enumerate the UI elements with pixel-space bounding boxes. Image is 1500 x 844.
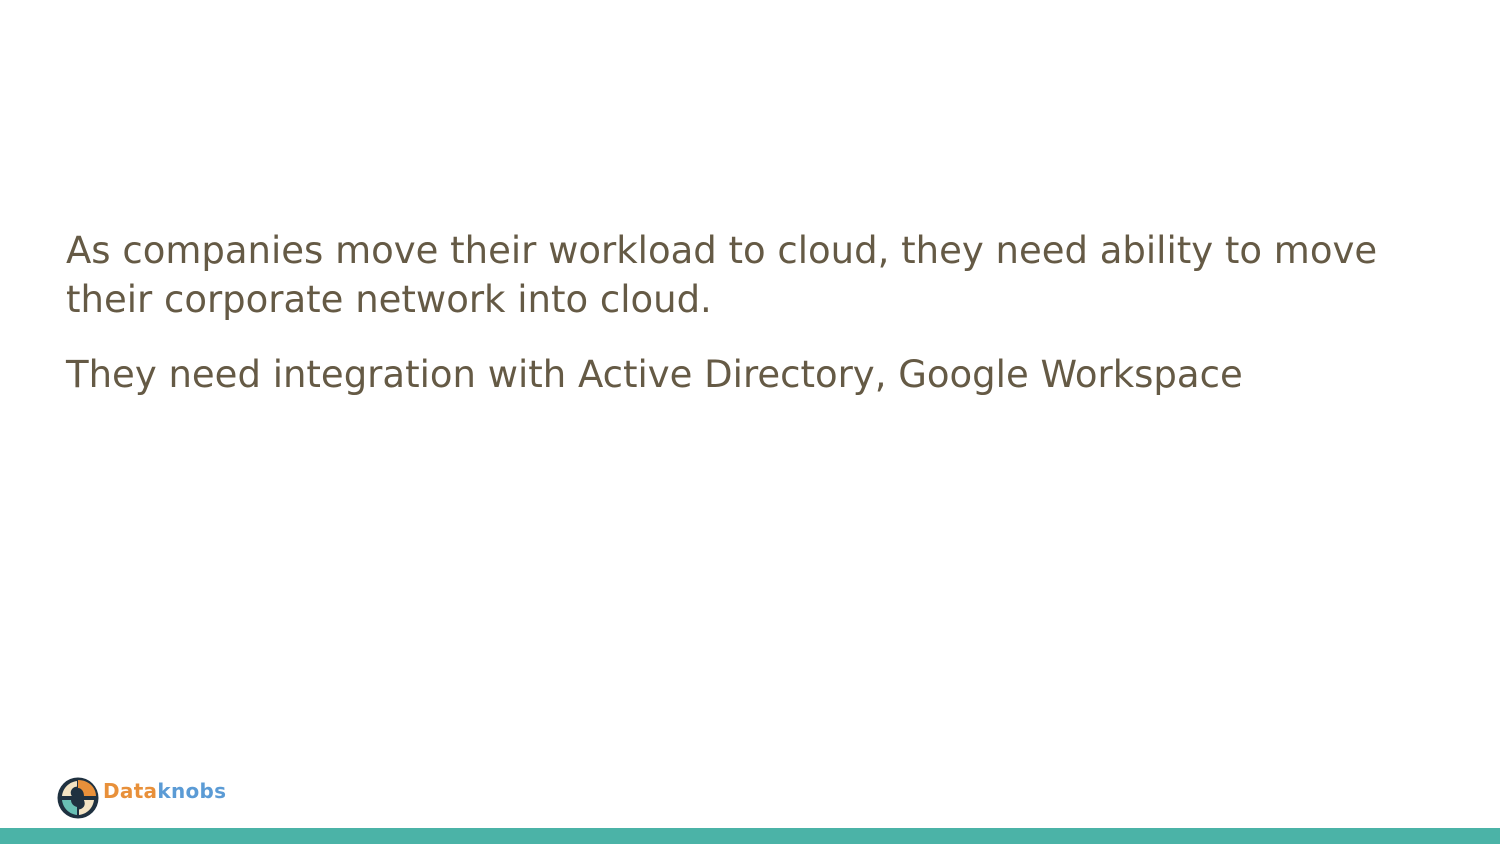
logo-wordmark: Dataknobs [103, 779, 226, 803]
logo-text-data: Data [103, 779, 158, 803]
logo-text-knobs: knobs [157, 779, 227, 803]
footer-accent-bar [0, 828, 1500, 844]
dataknobs-logo: Dataknobs [56, 776, 226, 820]
dataknobs-logo-icon [57, 777, 99, 819]
body-paragraph-1: As companies move their workload to clou… [66, 229, 1378, 321]
slide-body: As companies move their workload to clou… [66, 226, 1436, 425]
body-paragraph-2: They need integration with Active Direct… [66, 353, 1243, 396]
